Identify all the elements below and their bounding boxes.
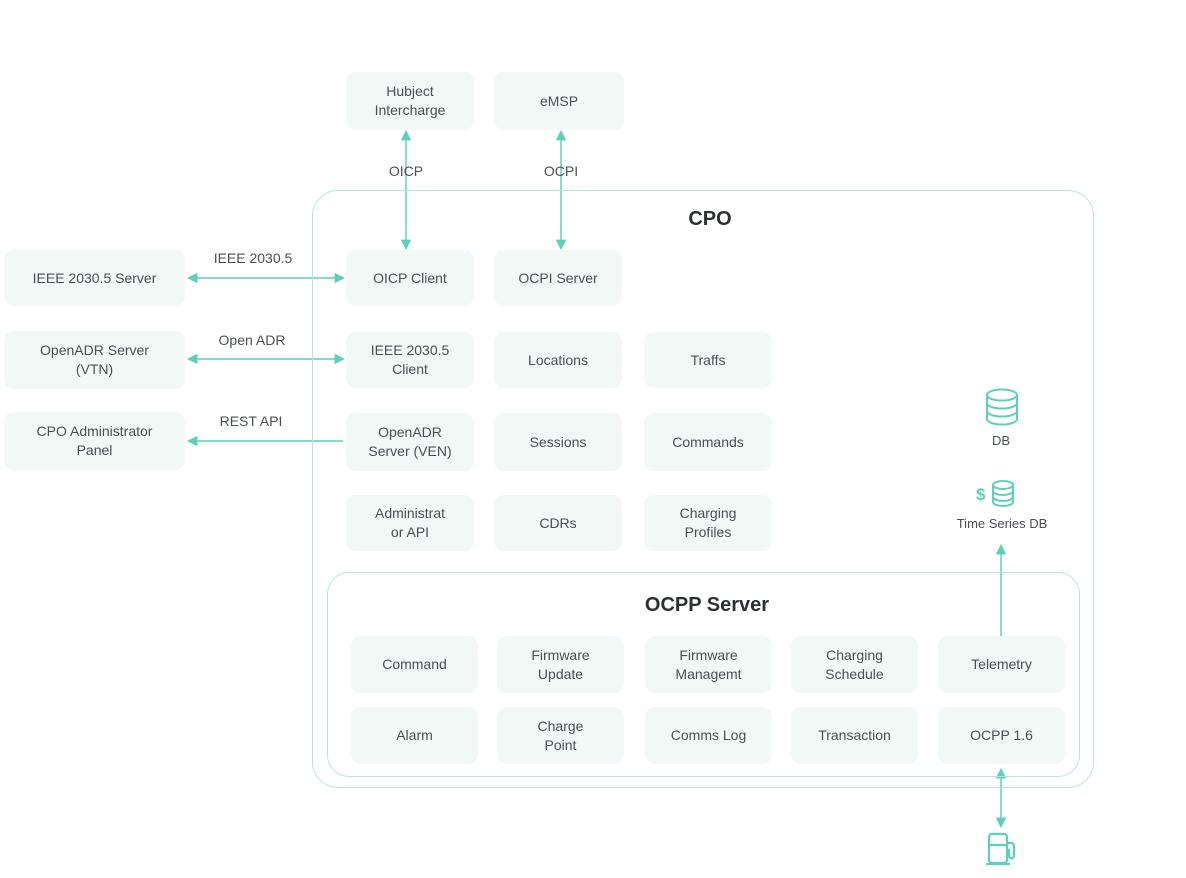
emsp-box: eMSP xyxy=(494,72,624,130)
openadr-server-box: OpenADR Server (VTN) xyxy=(4,331,185,389)
hubject-intercharge-box: Hubject Intercharge xyxy=(346,72,474,130)
ieee-client-box: IEEE 2030.5 Client xyxy=(346,332,474,388)
charging-profiles-box: Charging Profiles xyxy=(644,495,772,551)
cpo-admin-panel-box: CPO Administrator Panel xyxy=(4,412,185,470)
ocpi-label: OCPI xyxy=(543,163,579,179)
ieee-label: IEEE 2030.5 xyxy=(213,250,293,266)
ocpp16-box: OCPP 1.6 xyxy=(938,707,1065,764)
cdrs-box: CDRs xyxy=(494,495,622,551)
ocpp-server-container xyxy=(327,572,1080,777)
command-box: Command xyxy=(351,636,478,693)
cpo-title: CPO xyxy=(688,208,732,230)
charging-schedule-box: Charging Schedule xyxy=(791,636,918,693)
ocpi-server-box: OCPI Server xyxy=(494,250,622,306)
openadr-ven-box: OpenADR Server (VEN) xyxy=(346,413,474,471)
telemetry-box: Telemetry xyxy=(938,636,1065,693)
comms-log-box: Comms Log xyxy=(645,707,772,764)
tariffs-box: Traffs xyxy=(644,332,772,388)
charging-station-icon xyxy=(985,831,1021,872)
charge-point-box: Charge Point xyxy=(497,707,624,764)
commands-box: Commands xyxy=(644,413,772,471)
svg-text:$: $ xyxy=(976,485,986,504)
oicp-client-box: OICP Client xyxy=(346,250,474,306)
tsdb-label: Time Series DB xyxy=(956,516,1048,531)
db-label: DB xyxy=(991,433,1011,448)
cpo-container xyxy=(312,190,1094,788)
time-series-database-icon: $ xyxy=(976,479,1022,514)
transaction-box: Transaction xyxy=(791,707,918,764)
administrator-api-box: Administrat or API xyxy=(346,495,474,551)
ieee-server-box: IEEE 2030.5 Server xyxy=(4,250,185,306)
rest-api-label: REST API xyxy=(219,413,283,429)
database-icon xyxy=(984,388,1020,431)
openadr-label: Open ADR xyxy=(218,332,286,348)
sessions-box: Sessions xyxy=(494,413,622,471)
firmware-update-box: Firmware Update xyxy=(497,636,624,693)
firmware-management-box: Firmware Managemt xyxy=(645,636,772,693)
locations-box: Locations xyxy=(494,332,622,388)
oicp-label: OICP xyxy=(388,163,424,179)
ocpp-server-title: OCPP Server xyxy=(644,594,770,616)
alarm-box: Alarm xyxy=(351,707,478,764)
